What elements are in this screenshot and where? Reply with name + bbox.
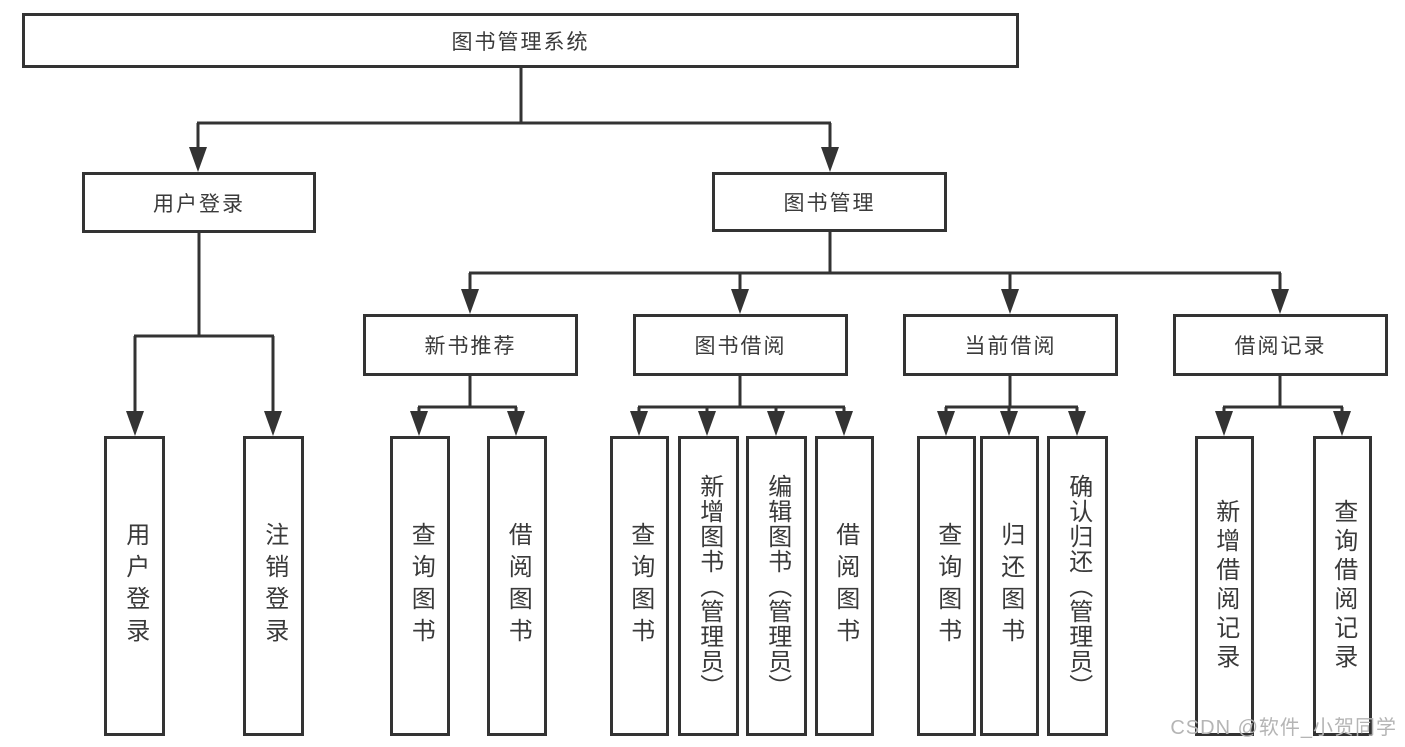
node-label: 查询借阅记录 xyxy=(1329,499,1357,673)
node-leaf-logout: 注销登录 xyxy=(243,436,304,736)
node-label: 查询图书 xyxy=(933,522,961,650)
arrow-down-icon xyxy=(1068,411,1086,436)
node-leaf-borrow-books-2: 借阅图书 xyxy=(815,436,874,736)
connector-root-to-level2 xyxy=(196,68,832,152)
node-new-book-recommend: 新书推荐 xyxy=(363,314,578,376)
node-label: 查询图书 xyxy=(626,522,654,650)
arrow-down-icon xyxy=(126,411,144,436)
node-leaf-add-book-admin: 新增图书（管理员） xyxy=(678,436,739,736)
node-book-borrowing: 图书借阅 xyxy=(633,314,848,376)
arrow-down-icon xyxy=(731,289,749,314)
arrow-down-icon xyxy=(1271,289,1289,314)
connector-book-mgmt-to-level3 xyxy=(468,232,1282,293)
connector-currentborrow-to-leaves xyxy=(944,376,1079,415)
node-label: 图书管理系统 xyxy=(451,30,590,54)
node-label: 查询图书 xyxy=(407,522,435,650)
node-label: 新书推荐 xyxy=(424,335,517,358)
arrow-down-icon xyxy=(1000,411,1018,436)
arrow-down-icon xyxy=(1215,411,1233,436)
node-leaf-query-books-1: 查询图书 xyxy=(390,436,450,736)
arrow-down-icon xyxy=(410,411,428,436)
node-leaf-return-book: 归还图书 xyxy=(980,436,1039,736)
csdn-watermark: CSDN @软件_小贺同学 xyxy=(1170,717,1397,739)
arrow-down-icon xyxy=(189,147,207,172)
node-label: 注销登录 xyxy=(260,522,288,650)
node-label: 借阅记录 xyxy=(1234,335,1327,358)
node-label: 借阅图书 xyxy=(831,522,859,650)
node-label: 新增借阅记录 xyxy=(1211,499,1239,673)
node-user-login: 用户登录 xyxy=(82,172,316,233)
node-label: 用户登录 xyxy=(153,192,245,216)
node-label: 用户登录 xyxy=(121,522,149,650)
connector-user-login-to-leaves xyxy=(133,233,275,415)
arrow-down-icon xyxy=(1333,411,1351,436)
node-borrow-records: 借阅记录 xyxy=(1173,314,1388,376)
arrow-down-icon xyxy=(835,411,853,436)
node-current-borrowing: 当前借阅 xyxy=(903,314,1118,376)
connector-bookborrow-to-leaves xyxy=(637,376,846,415)
node-leaf-confirm-return-admin: 确认归还（管理员） xyxy=(1047,436,1108,736)
arrowhead-icons xyxy=(126,147,1351,436)
arrow-down-icon xyxy=(507,411,525,436)
node-label: 图书管理 xyxy=(783,192,876,215)
node-leaf-query-books-2: 查询图书 xyxy=(610,436,669,736)
node-label: 归还图书 xyxy=(996,522,1024,650)
arrow-down-icon xyxy=(937,411,955,436)
node-leaf-user-login: 用户登录 xyxy=(104,436,165,736)
node-book-management: 图书管理 xyxy=(712,172,947,232)
node-leaf-query-books-3: 查询图书 xyxy=(917,436,976,736)
arrow-down-icon xyxy=(264,411,282,436)
node-label: 当前借阅 xyxy=(964,335,1057,358)
arrow-down-icon xyxy=(767,411,785,436)
connector-newbook-to-leaves xyxy=(417,376,518,415)
node-leaf-query-borrow-record: 查询借阅记录 xyxy=(1313,436,1372,736)
arrow-down-icon xyxy=(698,411,716,436)
node-label: 确认归还（管理员） xyxy=(1064,473,1092,699)
arrow-down-icon xyxy=(821,147,839,172)
arrow-down-icon xyxy=(1001,289,1019,314)
node-leaf-add-borrow-record: 新增借阅记录 xyxy=(1195,436,1254,736)
arrow-down-icon xyxy=(630,411,648,436)
arrow-down-icon xyxy=(461,289,479,314)
node-label: 图书借阅 xyxy=(694,335,787,358)
node-label: 编辑图书（管理员） xyxy=(763,473,791,699)
node-leaf-edit-book-admin: 编辑图书（管理员） xyxy=(746,436,807,736)
node-label: 借阅图书 xyxy=(504,522,532,650)
connector-records-to-leaves xyxy=(1222,376,1344,415)
node-leaf-borrow-books-1: 借阅图书 xyxy=(487,436,547,736)
node-root-system: 图书管理系统 xyxy=(22,13,1019,68)
node-label: 新增图书（管理员） xyxy=(695,473,723,699)
